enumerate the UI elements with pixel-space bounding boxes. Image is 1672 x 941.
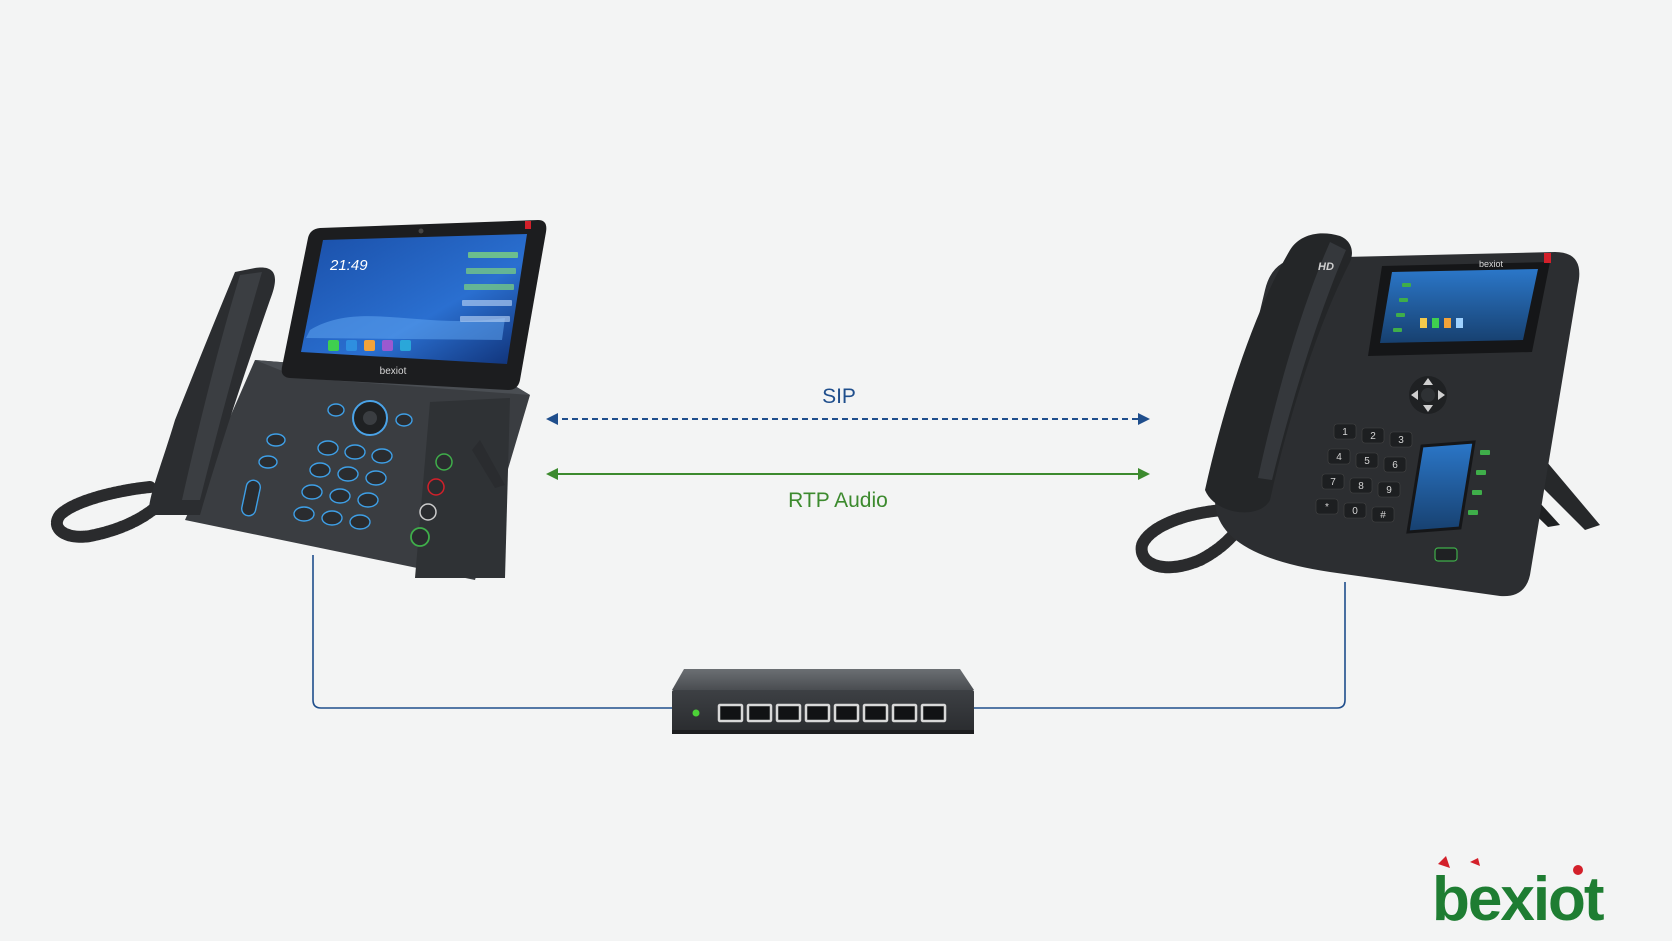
right-line-keys	[1393, 283, 1411, 332]
right-key-0: 0	[1352, 506, 1358, 517]
right-key-5: 5	[1364, 456, 1370, 467]
right-coiled-cord	[1135, 504, 1246, 574]
left-screen-clock: 21:49	[329, 257, 368, 274]
right-hd-mark: HD	[1318, 261, 1334, 273]
right-key-7: 7	[1330, 477, 1336, 488]
right-phone-brand: bexiot	[1479, 259, 1504, 269]
rtp-audio-label: RTP Audio	[788, 489, 888, 512]
left-keypad	[241, 403, 413, 530]
left-screen-app-icons	[328, 252, 518, 351]
right-key-4: 4	[1336, 452, 1342, 463]
right-key-3: 3	[1398, 435, 1404, 446]
right-key-star: *	[1325, 502, 1329, 513]
left-coiled-cord	[50, 481, 161, 543]
left-side-panel	[415, 398, 510, 578]
right-key-8: 8	[1358, 481, 1364, 492]
network-switch	[672, 669, 974, 734]
sip-label: SIP	[822, 385, 856, 408]
switch-power-led	[692, 709, 700, 717]
right-ethernet-cable	[974, 582, 1346, 709]
left-phone-brand: bexiot	[380, 366, 407, 377]
right-key-1: 1	[1342, 427, 1348, 438]
right-key-9: 9	[1386, 485, 1392, 496]
switch-ports	[717, 703, 947, 723]
right-key-6: 6	[1392, 460, 1398, 471]
right-keypad: 1 2 3 4 5 6 7 8 9 * 0 #	[1315, 423, 1413, 523]
svg-text:bexiot: bexiot	[1432, 865, 1604, 928]
left-ip-video-phone: 21:49 bexiot	[50, 220, 547, 580]
left-ethernet-cable	[312, 555, 672, 709]
right-side-screen	[1406, 440, 1476, 534]
right-ip-desk-phone: HD bexiot	[1135, 233, 1600, 597]
bexiot-logo: bexiot	[1432, 856, 1606, 928]
right-key-2: 2	[1370, 431, 1376, 442]
right-key-hash: #	[1380, 510, 1386, 521]
